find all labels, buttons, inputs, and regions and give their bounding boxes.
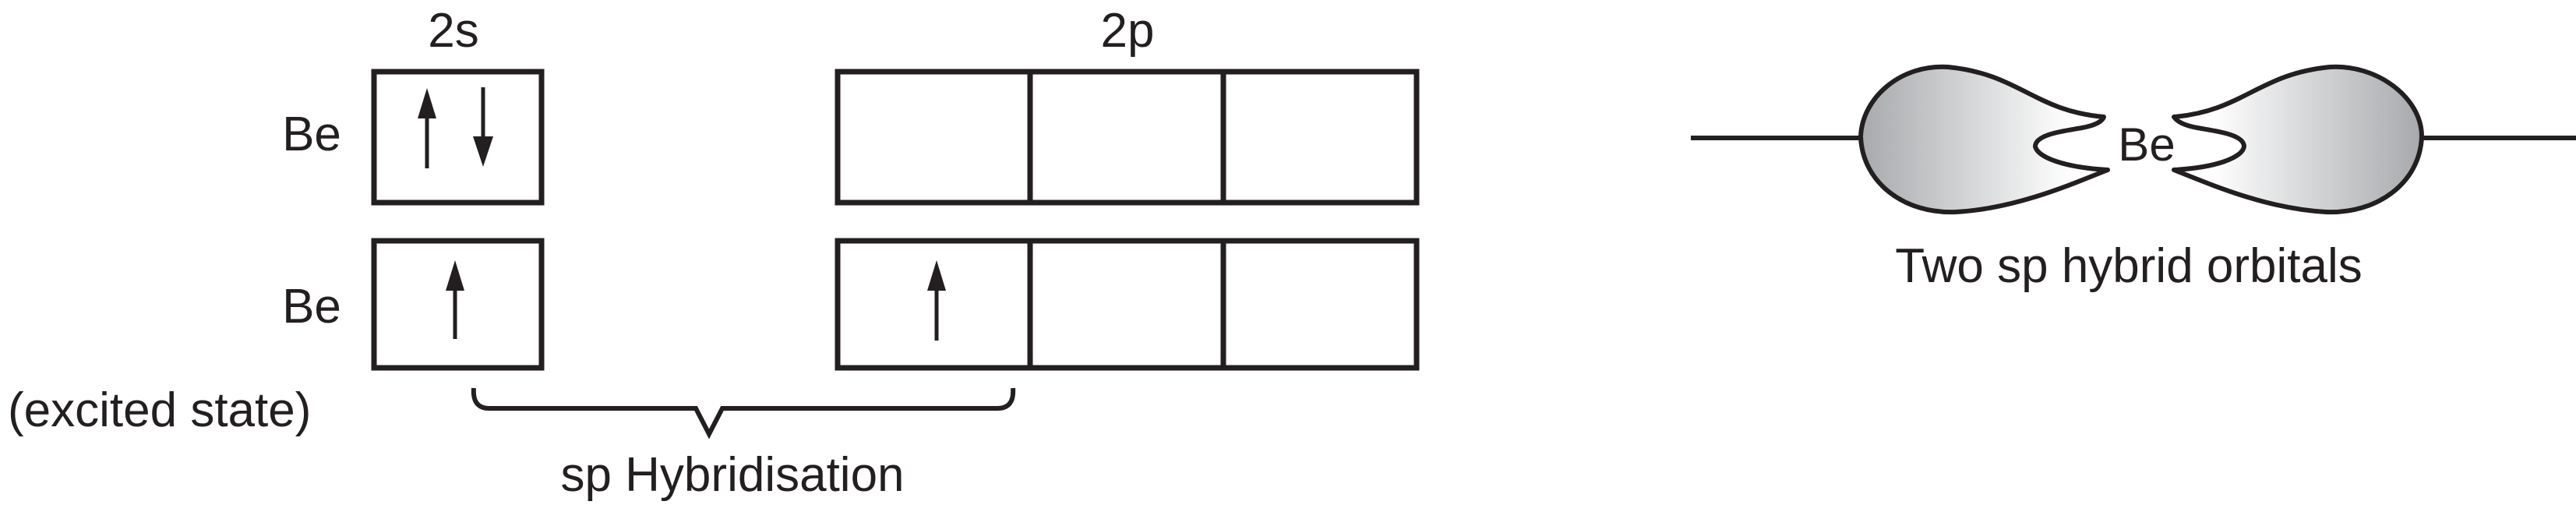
left-hybrid-lobe (1858, 64, 2110, 215)
sp-hybrid-orbitals: Be Two sp hybrid orbitals (1691, 64, 2576, 293)
config-row-ground: Be (282, 69, 1420, 206)
shell-header-2s: 2s (428, 4, 478, 58)
central-atom-label: Be (2118, 118, 2175, 171)
spin-up-arrow (418, 88, 436, 168)
spin-up-arrow (446, 260, 464, 339)
p-orbital-box (835, 69, 1420, 206)
electron-configuration: 2s 2p Be Be (excited state) (8, 4, 1420, 502)
config-row-excited: Be (excited state) (8, 238, 1420, 437)
right-hybrid-lobe (2172, 64, 2424, 215)
p-orbital-box (835, 238, 1420, 371)
row-label: Be (282, 108, 341, 161)
row-label: Be (282, 280, 341, 334)
shell-header-2p: 2p (1101, 4, 1155, 58)
hybrid-caption: Two sp hybrid orbitals (1895, 239, 2363, 293)
spin-down-arrow (473, 87, 493, 167)
spin-up-arrow (927, 260, 946, 341)
hybridisation-bracket (471, 387, 1016, 440)
s-orbital-box (371, 238, 545, 371)
row-sublabel: (excited state) (8, 383, 311, 437)
s-orbital-box (371, 69, 545, 206)
bracket-label: sp Hybridisation (560, 448, 904, 502)
